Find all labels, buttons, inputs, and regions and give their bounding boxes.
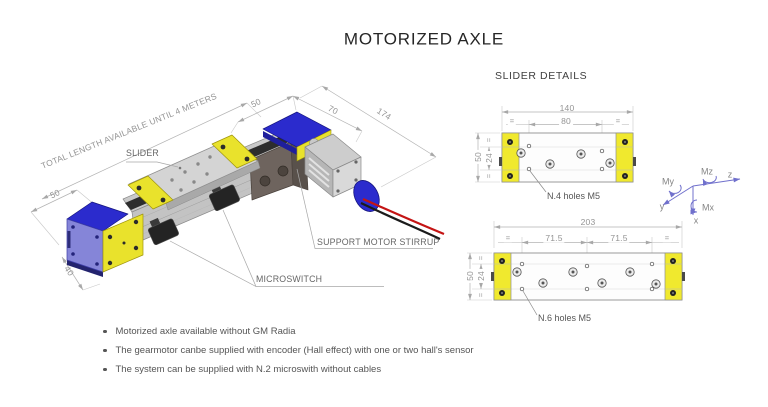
slider-top-view <box>475 106 636 193</box>
bearing-holes <box>512 267 661 289</box>
note-top-holes: N.4 holes M5 <box>547 191 601 201</box>
dim-top-width: 140 <box>559 102 575 113</box>
slider-details-heading: SLIDER DETAILS <box>495 70 588 82</box>
leader-lines <box>126 161 433 287</box>
my-moment-arrow <box>668 184 682 198</box>
label-slider: SLIDER <box>126 148 159 158</box>
y-axis <box>662 185 694 206</box>
note-text: The gearmotor canbe supplied with encode… <box>115 345 474 356</box>
dim-bottom-height: 50 <box>464 269 475 283</box>
axis-label-z: z <box>727 169 733 180</box>
note-item: The system can be supplied with N.2 micr… <box>103 364 474 375</box>
bullet-icon <box>103 329 107 334</box>
microswitch-1 <box>147 217 179 246</box>
equal-mark: = <box>662 233 672 243</box>
equal-mark: = <box>484 171 494 181</box>
coordinate-axes <box>662 175 741 216</box>
mx-moment-arrow <box>690 199 698 215</box>
bullet-icon <box>103 348 107 353</box>
axis-label-y: y <box>659 201 665 212</box>
label-support-motor-stirrup: SUPPORT MOTOR STIRRUP <box>317 237 440 247</box>
equal-mark: = <box>484 135 494 145</box>
equal-mark: = <box>476 253 486 263</box>
cap-screws <box>507 139 628 179</box>
note-text: Motorized axle available without GM Radi… <box>115 326 296 337</box>
axis-label-mx: Mx <box>702 202 714 213</box>
notes-list: Motorized axle available without GM Radi… <box>103 326 474 383</box>
dim-bottom-width: 203 <box>580 216 596 227</box>
mz-moment-arrow <box>702 175 717 186</box>
bearing-holes <box>516 148 615 169</box>
axis-label-mz: Mz <box>701 166 713 177</box>
dim-top-span: 80 <box>559 115 573 126</box>
dim-top-height: 50 <box>472 150 483 164</box>
black-wire <box>360 202 441 240</box>
dim-top-inner: 24 <box>483 151 494 165</box>
axle-assembly <box>66 111 445 277</box>
axis-label-my: My <box>662 176 674 187</box>
red-wire <box>362 197 445 236</box>
z-axis <box>692 177 741 187</box>
dim-bottom-span-b: 71.5 <box>608 232 630 243</box>
equal-mark: = <box>476 290 486 300</box>
note-item: Motorized axle available without GM Radi… <box>103 326 474 337</box>
label-microswitch: MICROSWITCH <box>256 274 323 284</box>
m5-holes <box>519 261 655 292</box>
equal-mark: = <box>503 233 513 243</box>
slider-carriage <box>127 134 261 211</box>
slider-bottom-view <box>467 221 685 316</box>
note-item: The gearmotor canbe supplied with encode… <box>103 345 474 356</box>
equal-mark: = <box>507 116 517 126</box>
cap-screws <box>499 258 676 296</box>
dim-bottom-inner: 24 <box>475 269 486 283</box>
end-block <box>66 201 144 277</box>
equal-mark: = <box>613 116 623 126</box>
page-title: MOTORIZED AXLE <box>343 29 505 49</box>
axis-label-x: x <box>693 215 699 226</box>
note-text: The system can be supplied with N.2 micr… <box>115 364 382 375</box>
dim-bottom-span-a: 71.5 <box>543 232 565 243</box>
gearmotor <box>304 133 445 240</box>
m5-holes <box>526 143 605 172</box>
iso-dimension-lines <box>30 85 437 291</box>
bullet-icon <box>103 367 107 372</box>
note-bottom-holes: N.6 holes M5 <box>538 313 592 323</box>
